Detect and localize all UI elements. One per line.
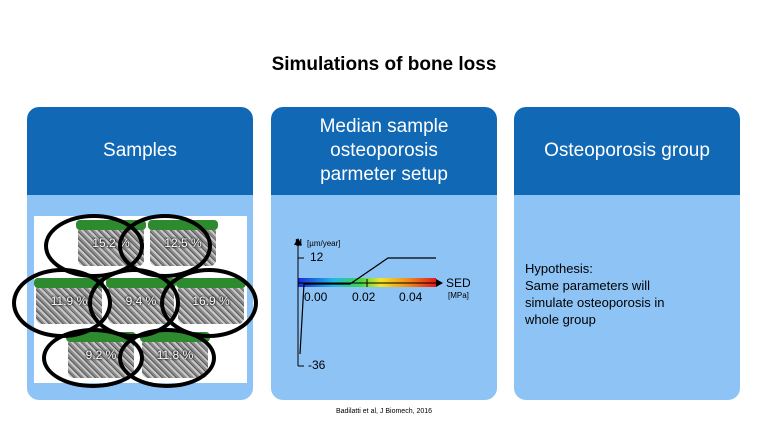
median-sample-panel: Median sample osteoporosis parmeter setu…: [271, 107, 497, 400]
hypothesis-heading: Hypothesis:: [525, 261, 593, 276]
graph-svg: [294, 238, 443, 367]
sample-ring: [118, 328, 216, 388]
y-tick-top-label: 12: [310, 250, 324, 264]
x-axis-arrow: [436, 279, 443, 287]
citation: Badilatti et al, J Biomech, 2016: [335, 408, 433, 415]
y-axis-label: u: [295, 234, 303, 249]
hypothesis-line: whole group: [525, 312, 596, 327]
x-axis-unit: [MPa]: [448, 291, 469, 300]
hypothesis-text: Hypothesis: Same parameters will simulat…: [525, 260, 730, 328]
remodeling-graph: u [µm/year] 12 -36 SED [MPa] 0.00 0.02 0…: [280, 234, 490, 376]
slide-title: Simulations of bone loss: [271, 54, 497, 75]
y-axis-arrow: [294, 238, 302, 245]
y-axis-unit: [µm/year]: [307, 239, 341, 248]
x-tick-label: 0.04: [399, 290, 423, 304]
osteoporosis-group-panel: Osteoporosis group: [514, 107, 740, 400]
x-axis-label: SED: [446, 276, 471, 290]
median-header-line-3: parmeter setup: [320, 164, 448, 185]
osteoporosis-group-panel-header: Osteoporosis group: [514, 107, 740, 195]
y-tick-bottom-label: -36: [308, 358, 326, 372]
median-sample-panel-header: Median sample osteoporosis parmeter setu…: [271, 107, 497, 195]
hypothesis-line: simulate osteoporosis in: [525, 295, 665, 310]
sample-ring: [118, 214, 212, 278]
x-tick-label: 0.02: [352, 290, 376, 304]
x-tick-label: 0.00: [304, 290, 328, 304]
osteoporosis-header-text: Osteoporosis group: [544, 140, 710, 161]
median-header-line-2: osteoporosis: [330, 140, 438, 161]
sample-ring: [160, 268, 258, 338]
remodeling-curve: [299, 257, 436, 355]
hypothesis-line: Same parameters will: [525, 278, 650, 293]
median-header-line-1: Median sample: [319, 116, 449, 137]
samples-panel-header: Samples: [27, 107, 253, 195]
samples-header-text: Samples: [103, 140, 177, 161]
